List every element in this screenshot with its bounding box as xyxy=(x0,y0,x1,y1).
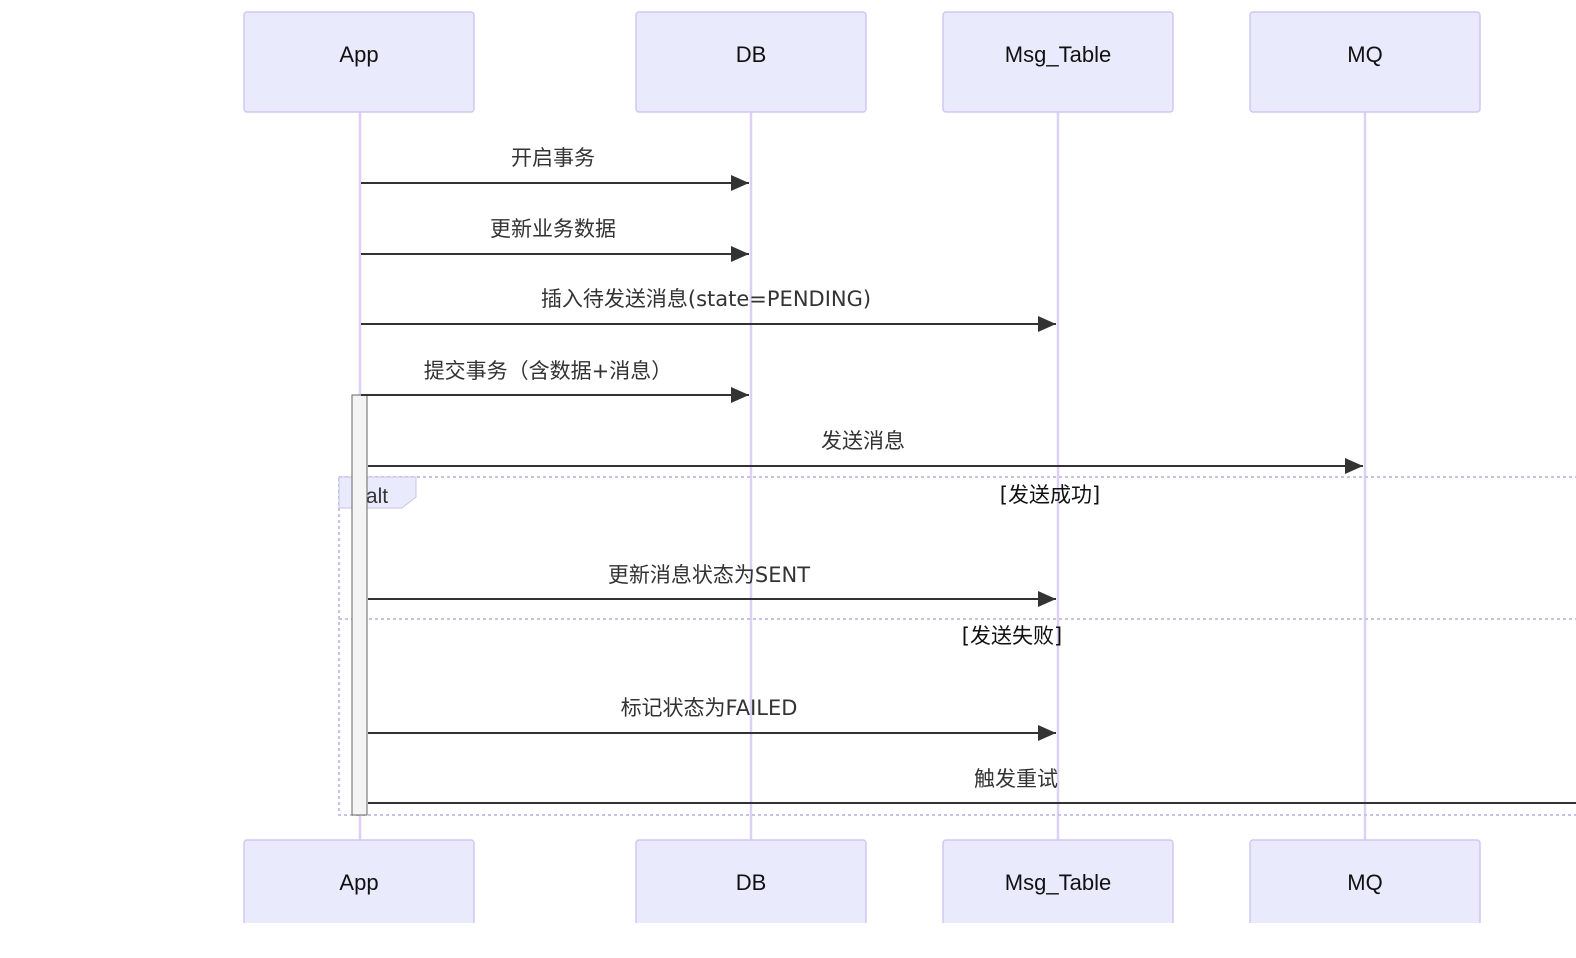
message-insert-pending: 插入待发送消息(state=PENDING) xyxy=(361,287,1056,332)
message-label: 插入待发送消息(state=PENDING) xyxy=(541,287,871,311)
actor-db-top: DB xyxy=(635,11,867,113)
bottom-crop-mask xyxy=(0,923,1576,958)
actor-label: DB xyxy=(736,870,767,895)
actor-msg-table-bottom: Msg_Table xyxy=(942,839,1174,941)
message-trigger-retry: 触发重试 xyxy=(368,767,1576,804)
actor-mq-top: MQ xyxy=(1249,11,1481,113)
message-send: 发送消息 xyxy=(368,429,1363,474)
actor-mq-bottom: MQ xyxy=(1249,839,1481,941)
actor-app-top: App xyxy=(243,11,475,113)
alt-condition-success: [发送成功] xyxy=(1000,483,1100,507)
message-label: 触发重试 xyxy=(974,767,1058,791)
actor-label: App xyxy=(339,870,378,895)
message-label: 更新消息状态为SENT xyxy=(608,563,810,587)
actor-label: App xyxy=(339,42,378,67)
actor-msg-table-top: Msg_Table xyxy=(942,11,1174,113)
actor-label: Msg_Table xyxy=(1005,870,1111,895)
alt-frame-tag-label: alt xyxy=(366,485,388,508)
actor-label: MQ xyxy=(1347,870,1382,895)
message-update-sent: 更新消息状态为SENT xyxy=(368,563,1056,607)
message-commit-transaction: 提交事务（含数据+消息） xyxy=(361,359,749,403)
actor-label: Msg_Table xyxy=(1005,42,1111,67)
actor-label: DB xyxy=(736,42,767,67)
activation-bar-app xyxy=(351,394,368,816)
message-label: 更新业务数据 xyxy=(490,217,616,241)
message-begin-transaction: 开启事务 xyxy=(361,146,749,191)
message-label: 标记状态为FAILED xyxy=(621,696,798,720)
alt-frame-border xyxy=(338,476,1576,816)
message-mark-failed: 标记状态为FAILED xyxy=(368,696,1056,741)
message-update-business-data: 更新业务数据 xyxy=(361,217,749,262)
message-label: 提交事务（含数据+消息） xyxy=(424,359,673,383)
message-label: 开启事务 xyxy=(511,146,595,170)
alt-frame: alt [发送成功] [发送失败] xyxy=(338,476,1576,816)
message-label: 发送消息 xyxy=(821,429,905,453)
actor-label: MQ xyxy=(1347,42,1382,67)
alt-condition-failure: [发送失败] xyxy=(962,624,1062,648)
